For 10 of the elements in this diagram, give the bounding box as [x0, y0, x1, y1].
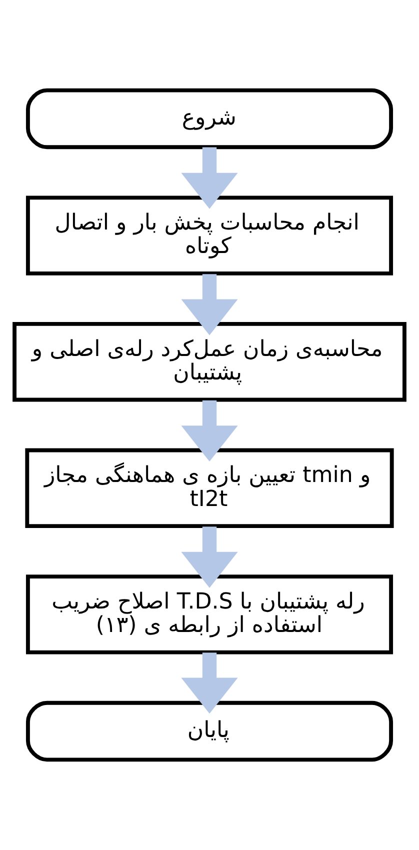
arrow — [181, 652, 238, 714]
node-box: اصلاح ضریب T.D.S رله پشتیبان با استفاده از رابطه ی (۱۳) — [26, 574, 394, 654]
node-box: انجام محاسبات پخش بار و اتصال کوتاه — [26, 196, 394, 276]
arrow — [181, 274, 238, 336]
node-box: شروع — [26, 88, 394, 150]
arrow — [181, 526, 238, 588]
node-box: محاسبه‌ی زمان عمل‌کرد رله‌ی اصلی و پشتیبان — [12, 322, 406, 402]
node-box: پایان — [26, 700, 394, 762]
arrow — [181, 147, 238, 209]
arrow — [181, 400, 238, 462]
